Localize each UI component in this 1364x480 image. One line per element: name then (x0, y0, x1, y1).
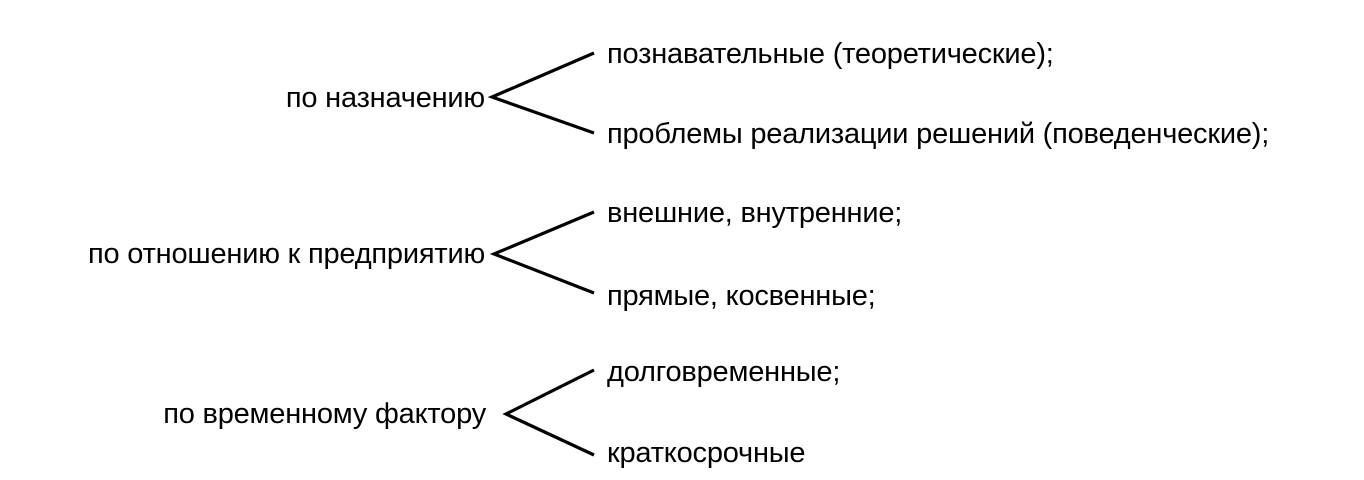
branch-label-short-term: краткосрочные (607, 437, 806, 469)
branch-line-lower (502, 368, 595, 457)
branch-label-implementation: проблемы реализации решений (поведенческ… (607, 118, 1270, 150)
category-label-enterprise-relation: по отношению к предприятию (88, 238, 485, 270)
branch-line-middle (489, 210, 595, 295)
branch-label-external-internal: внешние, внутренние; (607, 197, 903, 229)
category-label-time-factor: по временному фактору (163, 398, 486, 430)
branch-line-upper (487, 51, 595, 135)
category-label-purpose: по назначению (285, 82, 485, 114)
branch-label-long-term: долговременные; (607, 356, 841, 388)
branch-label-cognitive: познавательные (теоретические); (607, 38, 1054, 70)
branch-label-direct-indirect: прямые, косвенные; (607, 280, 876, 312)
